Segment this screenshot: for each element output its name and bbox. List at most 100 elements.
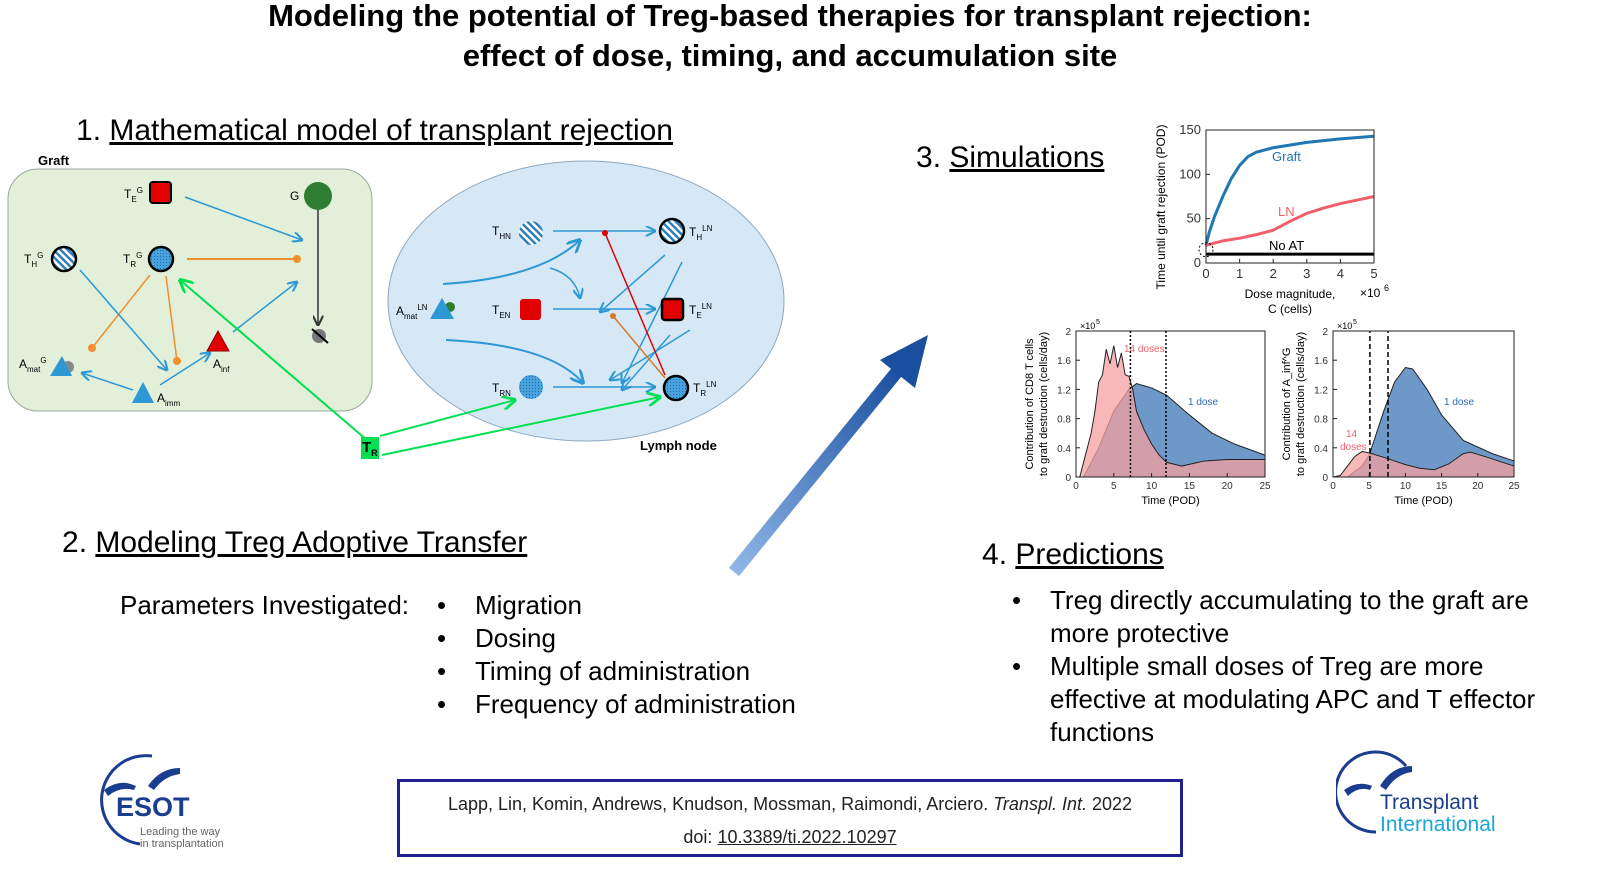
bullet: • (437, 689, 447, 719)
x-tick-label: 10 (1400, 481, 1412, 492)
immature-apc-icon (132, 382, 154, 403)
helper-t-ln-icon (658, 217, 686, 245)
area-series-1-dose (1345, 366, 1515, 478)
x-tick-label: 15 (1184, 481, 1196, 492)
mature-apc-graft-icon (50, 356, 72, 376)
label-TRN: TRN (492, 381, 511, 398)
parameter-item: •Dosing (437, 622, 796, 655)
x-tick-label: 0 (1202, 266, 1209, 281)
naive-helper-t-icon (519, 221, 543, 245)
label-G: G (290, 189, 299, 203)
big-arrow-icon (728, 335, 928, 577)
section-number: 3 (916, 141, 933, 174)
prediction-item: •Treg directly accumulating to the graft… (1012, 584, 1535, 650)
y-tick-label: 0.8 (1057, 415, 1071, 426)
y-tick-label: 0 (1322, 473, 1328, 484)
x-multiplier-exponent: 6 (1384, 283, 1389, 293)
parameters-list: •Migration •Dosing •Timing of administra… (437, 589, 796, 721)
graft-edges (80, 196, 318, 391)
lymph-node-compartment (387, 160, 785, 442)
citation-authors: Lapp, Lin, Komin, Andrews, Knudson, Moss… (400, 788, 1180, 821)
series-label-14-doses: 14 (1346, 429, 1358, 440)
label-AmatG: AmatG (19, 356, 47, 374)
page-title: Modeling the potential of Treg-based the… (0, 0, 1580, 76)
citation-box: Lapp, Lin, Komin, Andrews, Knudson, Moss… (397, 779, 1183, 857)
x-tick-label: 25 (1259, 481, 1271, 492)
label-Ainf: Ainf (213, 357, 230, 374)
naive-effector-t-icon (520, 299, 541, 320)
naive-treg-icon (519, 375, 543, 399)
treg-dose-box (361, 437, 379, 459)
series-label-14-doses: doses (1340, 442, 1367, 453)
y-tick-label: 0.4 (1314, 444, 1328, 455)
section-label: Predictions (1015, 538, 1164, 571)
x-tick-label: 3 (1303, 266, 1310, 281)
prediction-text: Treg directly accumulating to the graft … (1050, 584, 1529, 650)
y-tick-label: 50 (1187, 211, 1201, 226)
series-label-1-dose: 1 dose (1444, 397, 1474, 408)
y-tick-label: 2 (1065, 327, 1071, 338)
x-tick-label: 10 (1146, 481, 1158, 492)
x-tick-label: 4 (1337, 266, 1344, 281)
y-axis-label: Time until graft rejection (POD) (1154, 125, 1168, 290)
section-2-heading: 2. Modeling Treg Adoptive Transfer (62, 526, 528, 559)
lymph-node-label: Lymph node (640, 438, 717, 453)
series-label-14-doses: 14 doses (1124, 344, 1165, 355)
parameter-text: Frequency of administration (475, 689, 796, 719)
label-AmatLN: AmatLN (396, 303, 428, 321)
mature-apc-ln-icon (430, 298, 454, 319)
y-axis-label-2: to graft destruction (cells/day) (1295, 332, 1307, 476)
bullet: • (437, 623, 447, 653)
bullet: • (437, 656, 447, 686)
label-THN: THN (492, 224, 511, 241)
series-label-no-at: No AT (1269, 238, 1304, 253)
section-3-heading: 3. Simulations (916, 141, 1105, 174)
y-axis-label: Contribution of A_inf^G (1281, 348, 1293, 461)
section-number: 4 (982, 538, 999, 571)
line: Multiple small doses of Treg are more (1050, 651, 1484, 681)
y-tick-label: 0.4 (1057, 444, 1071, 455)
x-axis-label-2: C (cells) (1268, 302, 1312, 316)
series-label-ln: LN (1278, 204, 1295, 219)
bullet: • (437, 590, 447, 620)
hands-logo-icon (100, 754, 180, 846)
treg-graft-icon (147, 245, 175, 273)
y-tick-label: 0 (1194, 255, 1201, 270)
y-multiplier-exponent: 5 (1096, 319, 1100, 326)
y-multiplier: ×10 (1080, 321, 1095, 331)
line-series-LN (1205, 195, 1375, 247)
line: effective at modulating APC and T effect… (1050, 684, 1536, 714)
parameter-text: Migration (475, 590, 582, 620)
label-THG: THG (24, 251, 43, 269)
doi-link[interactable]: 10.3389/ti.2022.10297 (717, 827, 897, 847)
tagline-line: Leading the way (140, 826, 221, 838)
effector-t-cell-graft-icon (149, 181, 172, 204)
section-label: Mathematical model of transplant rejecti… (109, 114, 673, 147)
line: Treg directly accumulating to the graft … (1050, 585, 1529, 615)
ti-line-1: Transplant (1380, 791, 1479, 814)
y-tick-label: 2 (1322, 327, 1328, 338)
bullet: • (1012, 651, 1022, 681)
x-tick-label: 1 (1236, 266, 1243, 281)
x-tick-label: 20 (1222, 481, 1234, 492)
y-tick-label: 0 (1065, 473, 1071, 484)
series-label-1-dose: 1 dose (1188, 397, 1218, 408)
label-TEG: TEG (124, 186, 143, 204)
x-tick-label: 2 (1270, 266, 1277, 281)
line-series-Graft (1204, 134, 1375, 246)
x-tick-label: 5 (1370, 266, 1377, 281)
section-4-heading: 4. Predictions (982, 538, 1164, 571)
x-tick-label: 0 (1073, 481, 1079, 492)
y-axis-label: Contribution of CD8 T cells (1024, 338, 1036, 470)
x-tick-label: 20 (1472, 481, 1484, 492)
lymph-node-edges (442, 230, 691, 390)
ti-line-2: International (1380, 813, 1496, 836)
x-axis-label: Time (POD) (1394, 495, 1452, 507)
x-multiplier: ×10 (1360, 286, 1381, 300)
